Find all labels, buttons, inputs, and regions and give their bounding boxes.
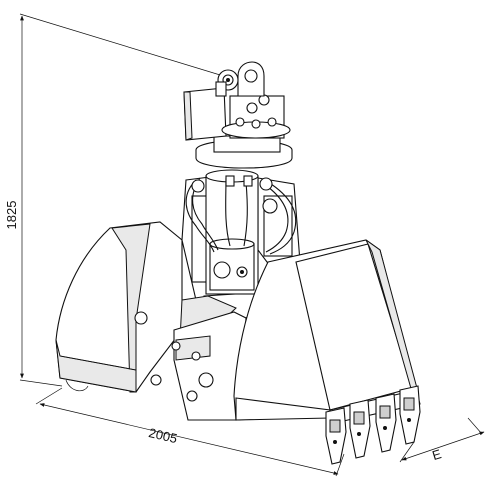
e-extension-right <box>467 417 483 435</box>
tooth-2 <box>349 399 371 459</box>
e-dimension-line <box>401 431 485 461</box>
e-extension-left <box>399 441 415 463</box>
width-dimension-line <box>39 403 339 475</box>
tooth-1 <box>325 407 347 465</box>
width-label: 2005 <box>147 425 179 446</box>
lifting-eye <box>215 61 265 97</box>
right-shell <box>191 239 421 425</box>
width-extension-left <box>35 387 63 405</box>
tooth-4 <box>399 385 421 445</box>
height-extension-bottom <box>19 379 63 387</box>
tooth-3 <box>375 393 397 453</box>
height-label: 1825 <box>4 201 19 230</box>
hydraulic-hoses <box>185 175 297 255</box>
height-extension-top <box>19 13 231 79</box>
bucket-teeth <box>325 385 421 465</box>
rotator-head <box>183 87 293 169</box>
left-shell <box>55 221 183 393</box>
e-label: E <box>430 446 443 463</box>
height-dimension: 1825 <box>4 13 231 387</box>
cylinder <box>205 169 259 295</box>
width-dimension: 2005 <box>35 387 345 477</box>
